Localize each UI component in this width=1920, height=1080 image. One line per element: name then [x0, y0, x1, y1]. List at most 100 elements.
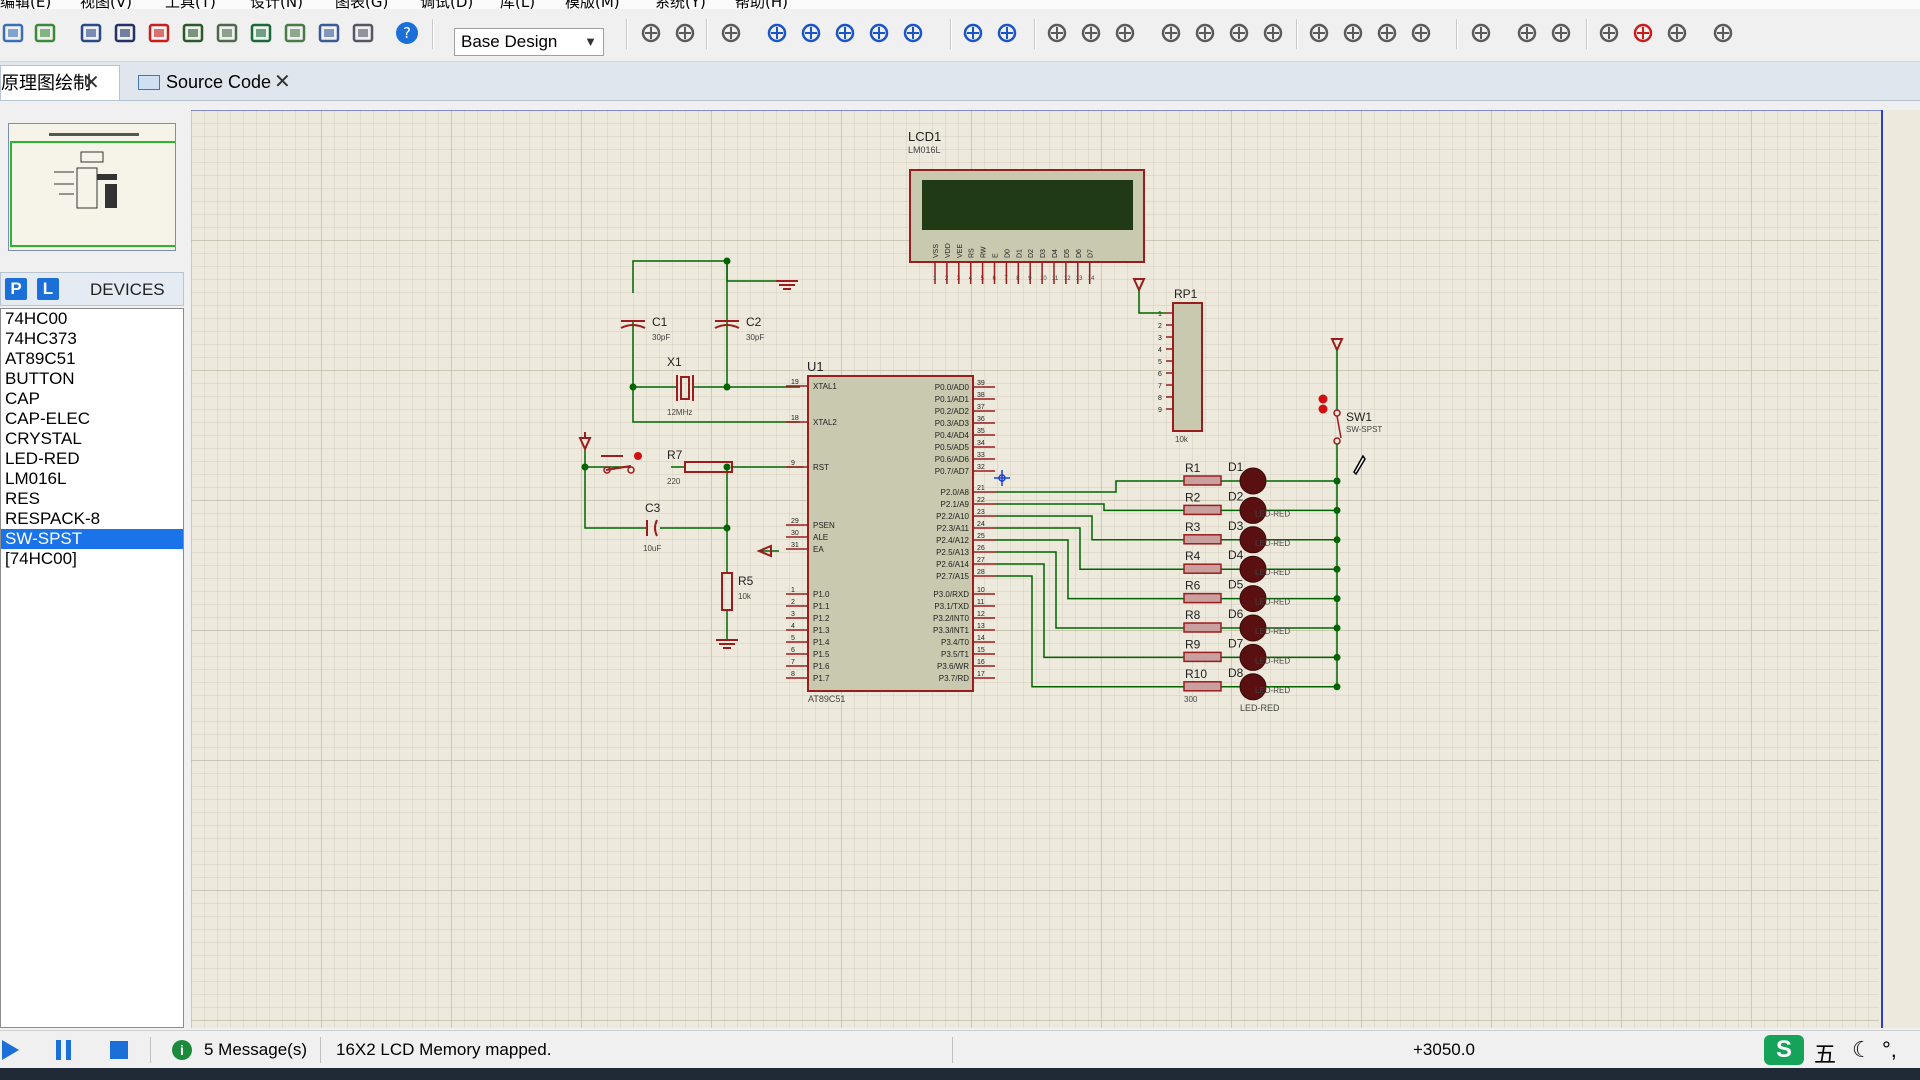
menu-item-3[interactable]: 设计(N) [250, 0, 303, 9]
board-icon[interactable] [248, 20, 274, 46]
lcd1-component[interactable]: LCD1 LM016L VSS1VDD2VEE3RS4RW5E6D07D18D2… [908, 129, 1145, 284]
block-rotate-icon[interactable] [1226, 20, 1252, 46]
menu-item-0[interactable]: 编辑(E) [0, 0, 52, 9]
pause-icon[interactable] [56, 1040, 71, 1060]
document-icon[interactable] [282, 20, 308, 46]
resistor[interactable] [1183, 534, 1222, 545]
menu-item-9[interactable]: 帮助(H) [735, 0, 788, 9]
cut-icon[interactable] [1044, 20, 1070, 46]
close-icon[interactable]: ✕ [274, 71, 291, 93]
ime-mode-label[interactable]: 五 [1814, 1042, 1837, 1067]
netlist-icon[interactable] [316, 20, 342, 46]
paste-icon[interactable] [1112, 20, 1138, 46]
messages-count[interactable]: 5 Message(s) [204, 1040, 307, 1059]
sogou-ime-icon[interactable]: S [1764, 1035, 1804, 1065]
block-move-icon[interactable] [1192, 20, 1218, 46]
device-item[interactable]: RESPACK-8 [5, 509, 101, 528]
device-item[interactable]: CAP [5, 389, 40, 408]
device-item[interactable]: SW-SPST [1, 529, 183, 549]
mcu-pin-number: 14 [977, 635, 985, 642]
pan-icon[interactable] [764, 20, 790, 46]
block-delete-icon[interactable] [1260, 20, 1286, 46]
resistor[interactable] [1183, 681, 1222, 692]
copy-icon[interactable] [1078, 20, 1104, 46]
stop-icon[interactable] [110, 1041, 128, 1059]
device-item[interactable]: 74HC373 [5, 329, 77, 348]
wire-autoroute-icon[interactable] [1468, 20, 1494, 46]
device-item[interactable]: BUTTON [5, 369, 75, 388]
close-icon[interactable]: ✕ [83, 72, 100, 94]
back-icon[interactable] [180, 20, 206, 46]
device-item[interactable]: CRYSTAL [5, 429, 82, 448]
refresh-icon[interactable] [638, 20, 664, 46]
led-part-label: LED-RED [1255, 686, 1290, 695]
tab-schematic[interactable]: 原理图绘制 ✕ [0, 65, 120, 100]
design-select[interactable]: Base Design ▼ [454, 28, 604, 56]
resistor[interactable] [1183, 592, 1222, 604]
save-icon[interactable] [0, 20, 26, 46]
mcu-pin-number: 4 [791, 623, 795, 630]
menu-item-7[interactable]: 模版(M) [565, 0, 620, 9]
menu-item-6[interactable]: 库(L) [500, 0, 536, 9]
status-divider [952, 1037, 953, 1063]
moon-icon[interactable]: ☾ [1852, 1037, 1872, 1062]
pick-devices-button[interactable]: P [5, 278, 27, 300]
device-item[interactable]: AT89C51 [5, 349, 76, 368]
zoom-in-icon[interactable] [798, 20, 824, 46]
device-item[interactable]: RES [5, 489, 40, 508]
mcu-pin-number: 28 [977, 569, 985, 576]
exit-sheet-icon[interactable] [1664, 20, 1690, 46]
library-manager-button[interactable]: L [37, 278, 59, 300]
menu-item-4[interactable]: 图表(G) [335, 0, 389, 9]
device-item[interactable]: CAP-ELEC [5, 409, 91, 428]
origin-icon[interactable] [718, 20, 744, 46]
menu-item-2[interactable]: 工具(T) [165, 0, 216, 9]
component-icon[interactable] [214, 20, 240, 46]
tab-source-code[interactable]: Source Code ✕ [132, 65, 302, 100]
overview-window[interactable] [8, 123, 184, 251]
package-icon[interactable] [1374, 20, 1400, 46]
resistor[interactable] [1183, 504, 1222, 516]
zoom-out-icon[interactable] [832, 20, 858, 46]
play-icon[interactable] [2, 1040, 19, 1060]
schematic-icon[interactable] [112, 20, 138, 46]
resistor[interactable] [1183, 622, 1222, 633]
zoom-all-icon[interactable] [866, 20, 892, 46]
resistor[interactable] [1183, 475, 1222, 486]
remove-sheet-icon[interactable] [1630, 20, 1656, 46]
resistor[interactable] [1183, 563, 1222, 574]
device-item[interactable]: LM016L [5, 469, 67, 488]
undo-icon[interactable] [960, 20, 986, 46]
redo-icon[interactable] [994, 20, 1020, 46]
punctuation-icon[interactable]: °, [1882, 1037, 1897, 1062]
page-icon[interactable] [350, 20, 376, 46]
property-icon[interactable] [1548, 20, 1574, 46]
menu-item-8[interactable]: 系统(Y) [655, 0, 706, 9]
chip-icon[interactable] [146, 20, 172, 46]
zoom-area-icon[interactable] [900, 20, 926, 46]
device-item[interactable]: 74HC00 [5, 309, 68, 328]
decompose-icon[interactable] [1408, 20, 1434, 46]
new-sheet-icon[interactable] [1596, 20, 1622, 46]
led[interactable] [1239, 467, 1267, 495]
search-icon[interactable] [1514, 20, 1540, 46]
block-copy-icon[interactable] [1158, 20, 1184, 46]
help-icon[interactable]: ? [394, 20, 420, 46]
menu-item-1[interactable]: 视图(V) [80, 0, 132, 9]
device-item[interactable]: [74HC00] [5, 549, 77, 568]
pick-icon[interactable] [1306, 20, 1332, 46]
device-item[interactable]: LED-RED [5, 449, 80, 468]
resistor[interactable] [1183, 651, 1222, 663]
import-icon[interactable] [32, 20, 58, 46]
grid-icon[interactable] [672, 20, 698, 46]
home-icon[interactable] [78, 20, 104, 46]
sw1-component[interactable]: SW1 SW-SPST [1318, 350, 1383, 685]
bom-icon[interactable] [1710, 20, 1736, 46]
menu-item-5[interactable]: 调试(D) [420, 0, 474, 9]
make-device-icon[interactable] [1340, 20, 1366, 46]
